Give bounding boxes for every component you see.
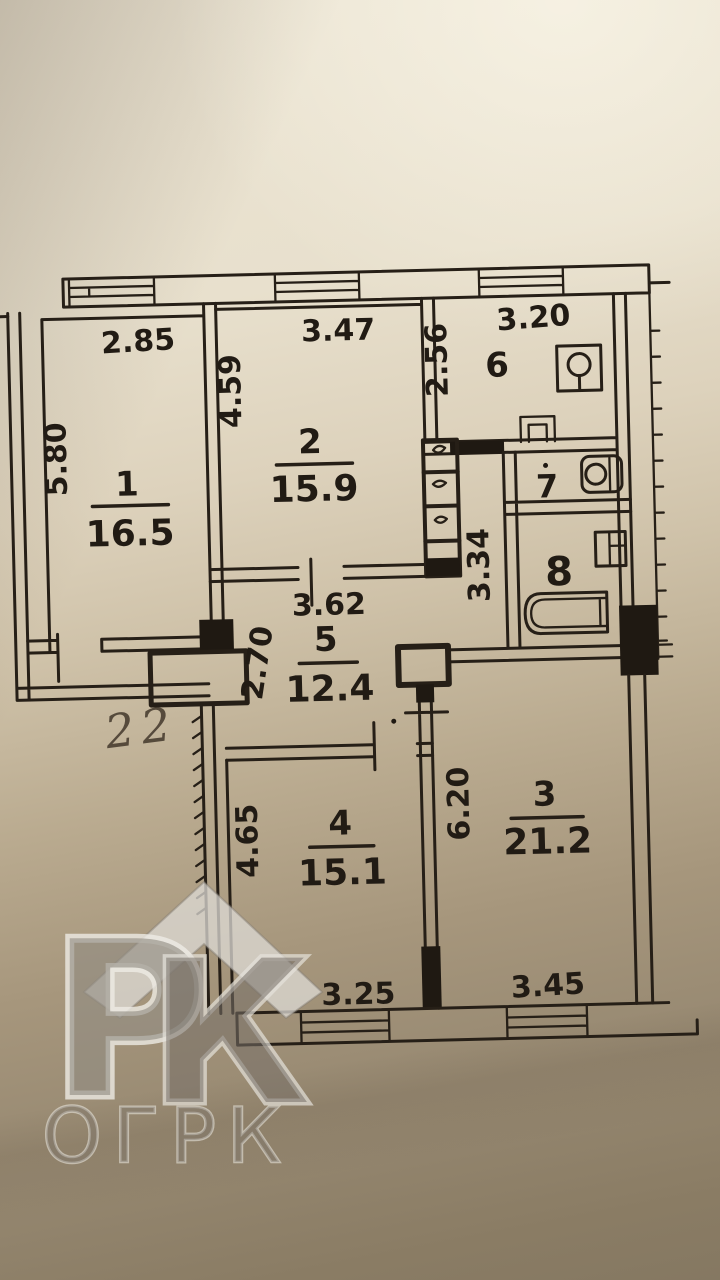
dim-hall-entry-width: 2.70 xyxy=(235,624,281,702)
room-2-fraction-bar xyxy=(274,461,355,467)
dim-room2-width: 3.47 xyxy=(301,313,376,350)
stove-icon xyxy=(519,415,557,444)
room-3-fraction-bar xyxy=(509,814,585,821)
room-4-number: 4 xyxy=(328,803,353,844)
dim-kitchen-width: 3.20 xyxy=(495,298,571,339)
toilet-icon xyxy=(580,454,624,494)
ink-dot xyxy=(391,718,397,724)
dim-room4-depth: 4.65 xyxy=(230,803,267,878)
room-3-number: 3 xyxy=(532,774,557,815)
room-2-area: 15.9 xyxy=(269,468,359,511)
divider-pier-top xyxy=(415,684,435,703)
dim-room3-width: 3.45 xyxy=(510,966,586,1005)
bathtub-icon xyxy=(523,590,610,636)
left-wall xyxy=(6,311,211,702)
room2-walls xyxy=(208,296,442,607)
washbasin-icon xyxy=(593,529,628,568)
window-icon-bottom xyxy=(299,1003,589,1045)
room-4-area: 15.1 xyxy=(298,851,388,894)
room-6-number: 6 xyxy=(485,345,510,386)
hall-pier-white xyxy=(394,642,452,689)
entry-niche xyxy=(147,648,250,708)
dim-hall-width: 3.62 xyxy=(291,587,366,624)
watermark-roof xyxy=(82,880,324,1020)
watermark-text: ОГРК xyxy=(42,1091,292,1180)
closet-cell-marks xyxy=(431,444,448,524)
dim-room2-depth: 4.59 xyxy=(213,354,250,429)
room-2-number: 2 xyxy=(298,422,323,463)
kitchen-sink-icon xyxy=(555,343,604,393)
bottom-wall xyxy=(235,1001,699,1047)
handwritten-note: 22 xyxy=(101,696,181,759)
dim-kitchen-depth: 2.56 xyxy=(419,323,456,398)
room-5-fraction-bar xyxy=(297,660,360,666)
entrance-wall-block xyxy=(618,604,659,676)
room-1-fraction-bar xyxy=(90,502,171,509)
room-5-area: 12.4 xyxy=(285,668,375,711)
room3-right-wall xyxy=(627,673,655,1005)
watermark-logo: Р К ОГРК xyxy=(41,880,324,1181)
room1-walls xyxy=(26,301,226,683)
stairwell-wall xyxy=(647,281,674,660)
kitchen-wall-pier xyxy=(449,440,505,455)
hall-walls xyxy=(224,721,435,772)
room-3-area: 21.2 xyxy=(503,820,593,863)
hall-pier-black xyxy=(199,619,234,650)
room-1-number: 1 xyxy=(115,464,140,505)
room-7-number: 7 xyxy=(535,467,558,506)
watermark-letter-k: К xyxy=(148,918,310,1149)
dim-room4-width: 3.25 xyxy=(321,976,396,1013)
room-1-area: 16.5 xyxy=(85,513,175,556)
dim-room3-depth: 6.20 xyxy=(441,766,478,841)
window-icon-top xyxy=(67,265,565,309)
bathroom-walls xyxy=(446,450,636,664)
dim-room1-width: 2.85 xyxy=(100,322,176,361)
top-wall xyxy=(0,263,671,319)
room-8-number: 8 xyxy=(545,549,574,596)
room-7-dot xyxy=(543,462,549,468)
watermark-letter-p: Р xyxy=(50,895,208,1146)
dim-room1-depth: 5.80 xyxy=(38,422,75,497)
divider-pier-bottom xyxy=(421,946,442,1009)
room-4-fraction-bar xyxy=(308,843,376,850)
room-5-number: 5 xyxy=(313,620,338,661)
closet-cells xyxy=(420,437,463,579)
dim-bath-corridor-depth: 3.34 xyxy=(461,528,498,603)
